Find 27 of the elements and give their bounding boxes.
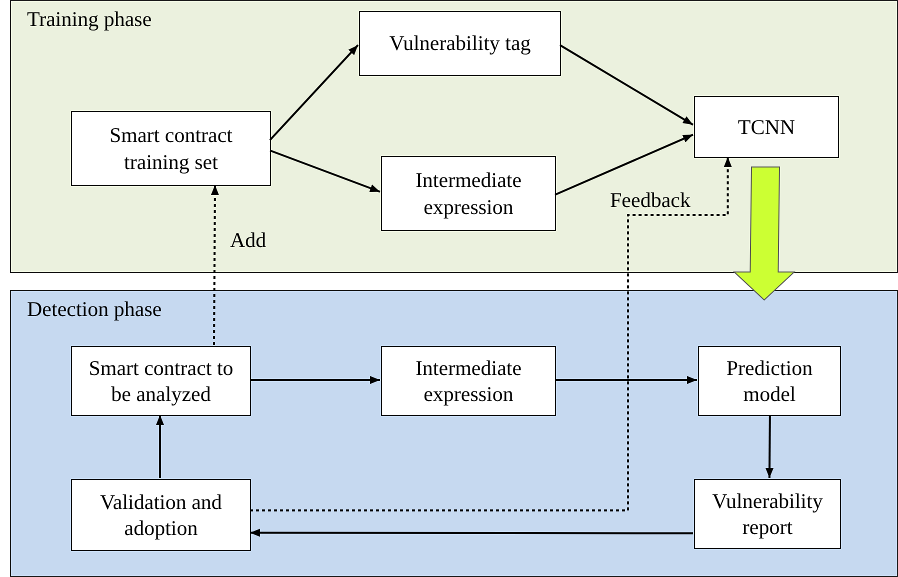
edge-label: Add bbox=[230, 228, 266, 253]
arrow bbox=[269, 44, 359, 141]
process-box: Validation and adoption bbox=[71, 479, 251, 551]
arrow bbox=[156, 415, 164, 478]
arrow bbox=[270, 150, 380, 193]
phase-panel bbox=[10, 290, 898, 577]
arrow bbox=[555, 376, 697, 384]
arrow bbox=[766, 415, 774, 478]
process-box: Prediction model bbox=[698, 346, 841, 416]
phase-panel bbox=[10, 0, 898, 273]
process-box: Intermediate expression bbox=[381, 346, 556, 416]
arrow bbox=[559, 44, 694, 126]
process-box: Smart contract training set bbox=[71, 111, 271, 186]
block-arrow bbox=[732, 166, 796, 301]
dotted-arrow bbox=[250, 157, 732, 512]
process-box: Intermediate expression bbox=[381, 156, 556, 231]
arrow bbox=[250, 528, 693, 537]
process-box: Smart contract to be analyzed bbox=[71, 346, 251, 416]
arrow bbox=[250, 376, 380, 384]
panel-title: Training phase bbox=[27, 7, 152, 32]
process-box: Vulnerability report bbox=[694, 479, 841, 549]
panel-title: Detection phase bbox=[27, 297, 162, 322]
dotted-arrow bbox=[210, 185, 219, 345]
edge-label: Feedback bbox=[610, 188, 690, 213]
arrow bbox=[554, 134, 694, 196]
process-box: TCNN bbox=[694, 96, 839, 158]
process-box: Vulnerability tag bbox=[359, 11, 561, 76]
